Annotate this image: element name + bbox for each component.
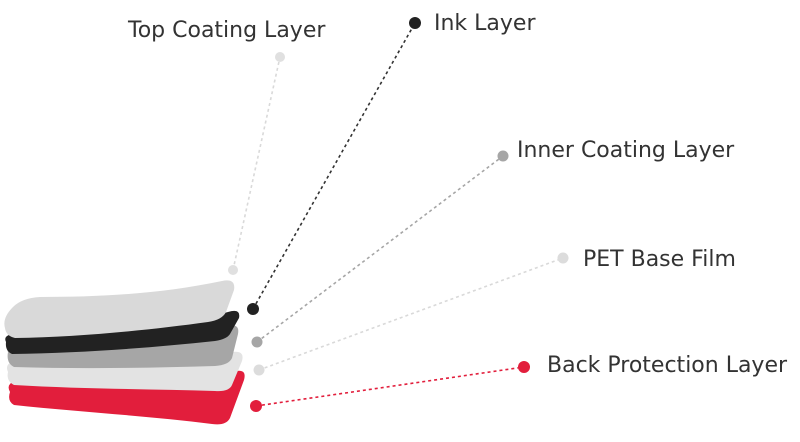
layer-stack xyxy=(4,280,245,425)
dot-top-coating-layer-sheet xyxy=(228,265,238,275)
dot-back-protection-layer-sheet xyxy=(250,400,262,412)
label-pet-base-film: PET Base Film xyxy=(583,247,736,272)
dot-ink-layer-sheet xyxy=(247,303,259,315)
sheet-ink-layer xyxy=(5,310,240,354)
dot-ink-layer-label xyxy=(409,17,421,29)
label-top-coating-layer: Top Coating Layer xyxy=(127,18,326,43)
leader-lines xyxy=(232,22,564,407)
dot-inner-coating-layer-sheet xyxy=(251,336,263,348)
dot-back-protection-layer-label xyxy=(518,361,530,373)
label-ink-layer: Ink Layer xyxy=(434,11,536,36)
dot-pet-base-film-label xyxy=(557,252,569,264)
dot-top-coating-layer-label xyxy=(275,52,285,62)
dot-inner-coating-layer-label xyxy=(497,150,509,162)
label-back-protection-layer: Back Protection Layer xyxy=(547,353,788,378)
sheet-top-coating-layer xyxy=(4,280,235,338)
leader-line-top-coating-layer xyxy=(232,56,281,271)
sheet-dots xyxy=(228,265,265,412)
dot-pet-base-film-sheet xyxy=(253,364,265,376)
leader-line-inner-coating-layer xyxy=(256,155,504,343)
leader-line-ink-layer xyxy=(252,22,416,310)
label-inner-coating-layer: Inner Coating Layer xyxy=(517,138,735,163)
leader-line-back-protection-layer xyxy=(255,366,525,407)
layer-labels: Top Coating Layer Ink Layer Inner Coatin… xyxy=(127,11,788,378)
leader-line-pet-base-film xyxy=(258,257,564,371)
label-dots xyxy=(275,17,569,373)
